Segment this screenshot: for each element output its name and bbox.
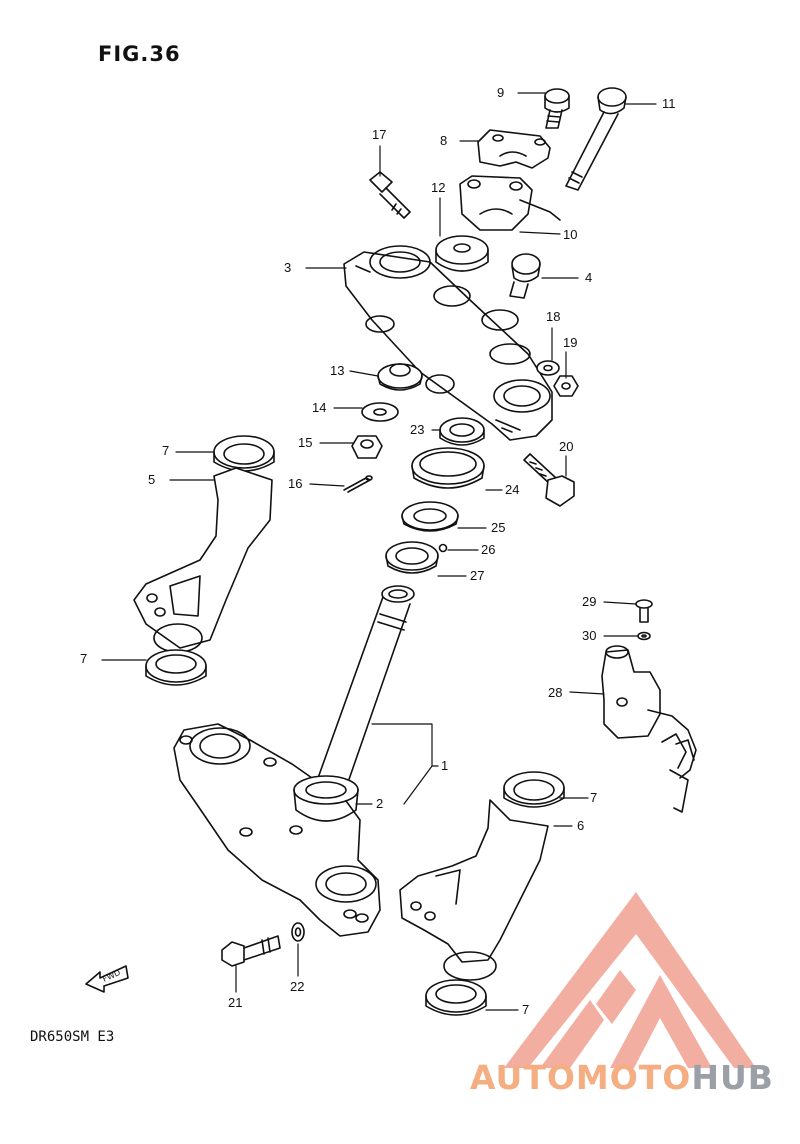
part-13-bushing bbox=[377, 363, 423, 391]
callout-12: 12 bbox=[431, 180, 446, 195]
callout-7-bottom: 7 bbox=[522, 1002, 530, 1017]
part-15-nut bbox=[351, 435, 383, 459]
part-10-lower-clamp bbox=[459, 175, 561, 231]
part-28-ignition-switch bbox=[601, 645, 697, 813]
callout-18: 18 bbox=[546, 309, 561, 324]
callout-21: 21 bbox=[228, 995, 243, 1010]
part-16-cotter-pin bbox=[343, 475, 373, 493]
leader-lines bbox=[101, 92, 657, 1011]
callout-15: 15 bbox=[298, 435, 313, 450]
part-18-washer bbox=[536, 360, 560, 376]
part-1-steering-stem bbox=[173, 585, 415, 937]
callout-24: 24 bbox=[505, 482, 520, 497]
part-12-damper-cap bbox=[435, 235, 489, 272]
callout-28: 28 bbox=[548, 685, 563, 700]
callout-20: 20 bbox=[559, 439, 574, 454]
callout-1: 1 bbox=[441, 758, 449, 773]
callout-17: 17 bbox=[372, 127, 387, 142]
part-2-lower-bearing bbox=[293, 775, 359, 822]
fwd-arrow-icon: FWD bbox=[85, 965, 129, 993]
callout-4: 4 bbox=[585, 270, 593, 285]
model-code: DR650SM E3 bbox=[30, 1029, 115, 1045]
callout-29: 29 bbox=[582, 594, 597, 609]
part-27-bearing-race bbox=[385, 541, 439, 574]
part-6-fork-guide-right bbox=[399, 771, 565, 1016]
watermark-text: AUTOMOTOHUB bbox=[470, 1058, 774, 1097]
part-17-bolt bbox=[369, 171, 411, 219]
part-19-nut bbox=[553, 375, 579, 397]
part-5-fork-guide-left bbox=[133, 435, 275, 686]
part-23-steering-nut bbox=[439, 417, 485, 446]
part-22-washer bbox=[291, 922, 305, 942]
part-20-bolt bbox=[523, 453, 575, 507]
callout-16: 16 bbox=[288, 476, 303, 491]
part-29-screw bbox=[635, 599, 653, 623]
figure-title: FIG.36 bbox=[98, 42, 181, 66]
part-8-handlebar-clamp bbox=[477, 129, 551, 169]
callout-6: 6 bbox=[577, 818, 585, 833]
callout-25: 25 bbox=[491, 520, 506, 535]
part-26-steel-ball bbox=[438, 543, 448, 553]
callout-27: 27 bbox=[470, 568, 485, 583]
callout-19: 19 bbox=[563, 335, 578, 350]
callout-30: 30 bbox=[582, 628, 597, 643]
callout-11: 11 bbox=[662, 96, 676, 111]
callout-2: 2 bbox=[376, 796, 384, 811]
part-30-washer bbox=[637, 631, 651, 641]
callout-5: 5 bbox=[148, 472, 156, 487]
part-14-washer bbox=[361, 402, 399, 422]
callout-8: 8 bbox=[440, 133, 448, 148]
callout-7-left: 7 bbox=[80, 651, 88, 666]
callout-26: 26 bbox=[481, 542, 496, 557]
watermark-part2: HUB bbox=[691, 1058, 774, 1097]
callout-3: 3 bbox=[284, 260, 292, 275]
part-11-long-bolt bbox=[565, 87, 627, 191]
callout-14: 14 bbox=[312, 400, 327, 415]
part-9-bolt bbox=[544, 88, 570, 129]
watermark-part1: AUTOMOTO bbox=[470, 1058, 692, 1097]
part-3-upper-bracket bbox=[343, 245, 553, 441]
callout-10: 10 bbox=[563, 227, 578, 242]
callout-13: 13 bbox=[330, 363, 345, 378]
callout-22: 22 bbox=[290, 979, 305, 994]
part-24-dust-seal bbox=[411, 447, 485, 489]
callout-7-right: 7 bbox=[590, 790, 598, 805]
callout-9: 9 bbox=[497, 85, 505, 100]
callout-23: 23 bbox=[410, 422, 425, 437]
part-21-bolt bbox=[221, 935, 281, 967]
callout-7-top-left: 7 bbox=[162, 443, 170, 458]
part-25-bearing bbox=[401, 501, 459, 532]
part-4-bolt bbox=[509, 253, 541, 299]
